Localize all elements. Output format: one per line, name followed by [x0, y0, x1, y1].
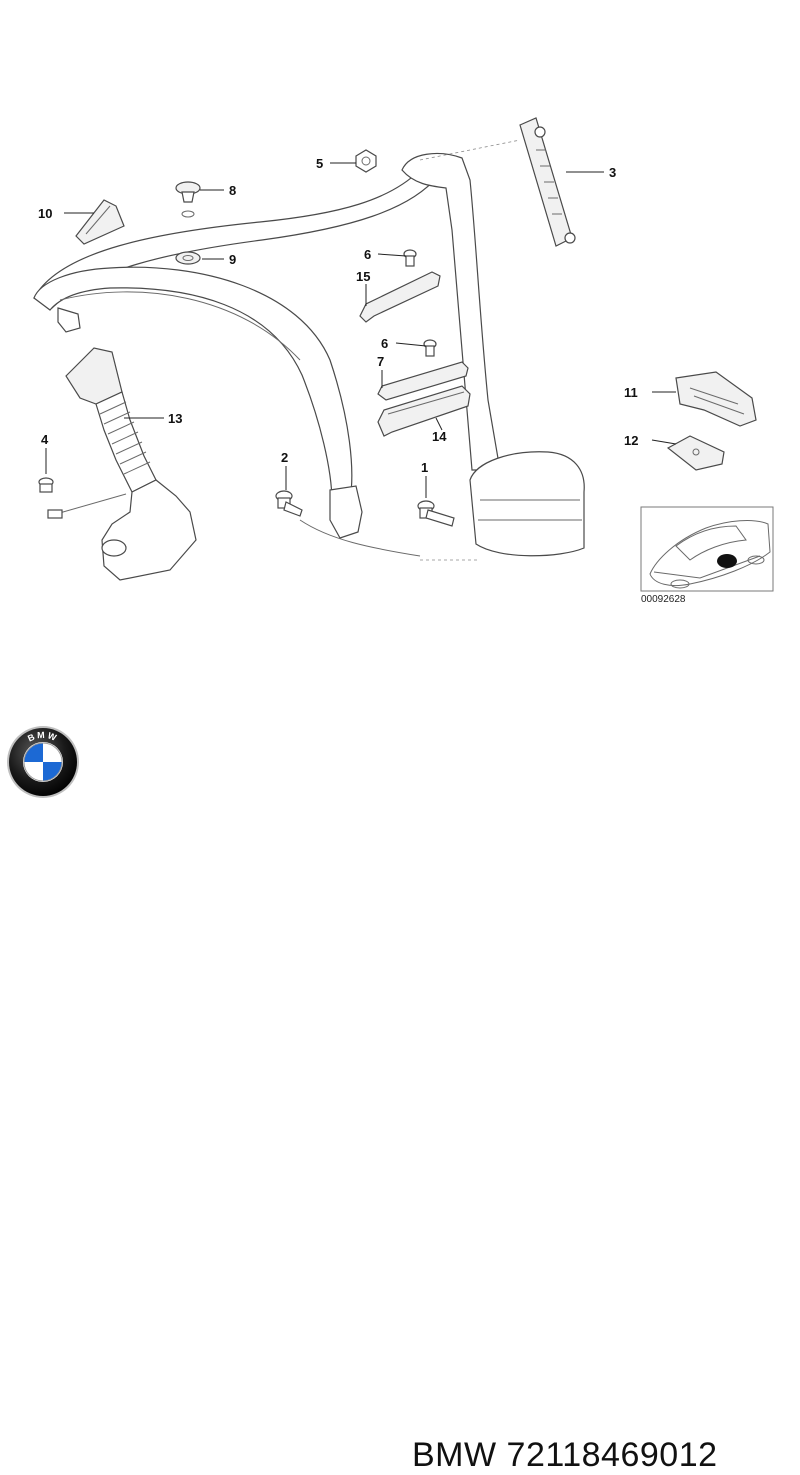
part-14-guide — [377, 385, 471, 437]
callout-1: 1 — [421, 460, 428, 475]
inertia-reel — [401, 152, 585, 561]
part-10-lever — [75, 199, 125, 245]
part-number-caption: BMW 72118469012 — [412, 1436, 718, 1474]
callout-11: 11 — [624, 385, 638, 400]
callout-8: 8 — [229, 183, 236, 198]
part-6-screw-lower — [423, 339, 437, 357]
callout-13: 13 — [168, 411, 182, 426]
part-6-screw-upper — [403, 249, 417, 267]
logo-quadrant-blue-br — [43, 762, 62, 781]
callout-6-upper: 6 — [364, 247, 371, 262]
callout-15: 15 — [356, 269, 370, 284]
callout-5: 5 — [316, 156, 323, 171]
svg-text:BMW: BMW — [26, 730, 60, 744]
part-15-bracket — [359, 271, 441, 323]
callout-2: 2 — [281, 450, 288, 465]
part-3-height-adjuster — [419, 117, 576, 247]
callout-9: 9 — [229, 252, 236, 267]
part-8-stop-button — [175, 181, 201, 218]
logo-quadrant-blue-tl — [24, 743, 43, 762]
part-4-screw — [38, 477, 127, 519]
part-13-buckle — [65, 347, 197, 581]
callout-6-lower: 6 — [381, 336, 388, 351]
part-11-cover — [675, 371, 757, 427]
callout-4: 4 — [41, 432, 49, 447]
callout-10: 10 — [38, 206, 52, 221]
leader-lines — [45, 162, 677, 498]
part-5-nut — [355, 149, 377, 173]
callout-3: 3 — [609, 165, 616, 180]
bmw-logo: BMW — [7, 726, 79, 798]
seat-belt-exploded-diagram: 3 5 10 8 9 6 15 6 7 14 11 12 13 4 2 1 — [33, 117, 774, 592]
part-12-clip — [666, 435, 725, 471]
callout-12: 12 — [624, 433, 638, 448]
callout-14: 14 — [432, 429, 447, 444]
logo-lettering: BMW — [26, 730, 58, 744]
part-9-washer — [175, 251, 201, 265]
part-2-bolt — [275, 490, 303, 517]
footer: BMW BMW 72118469012 — [0, 700, 800, 1474]
car-locator-inset — [640, 506, 774, 592]
inset-code: 00092628 — [641, 594, 686, 605]
callout-7: 7 — [377, 354, 384, 369]
part-1-bolt — [417, 500, 455, 527]
callouts: 3 5 10 8 9 6 15 6 7 14 11 12 13 4 2 1 — [38, 156, 638, 475]
